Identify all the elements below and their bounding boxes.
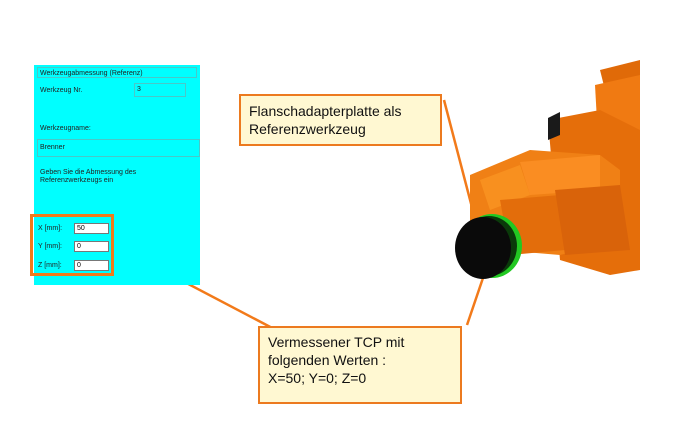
callout-tcp-line2: folgenden Werten : [268,352,387,368]
tool-number-label: Werkzeug Nr. [40,87,83,94]
x-label: X [mm]: [38,225,63,232]
panel-title: Werkzeugabmessung (Referenz) [37,67,197,78]
instruction-text: Geben Sie die Abmessung des Referenzwerk… [40,169,137,184]
connector-line-tcp [465,274,486,326]
tool-number-field[interactable]: 3 [134,83,186,97]
callout-tcp-line3: X=50; Y=0; Z=0 [268,370,367,386]
z-label: Z [mm]: [38,262,62,269]
callout-flange: Flanschadapterplatte als Referenzwerkzeu… [239,94,442,146]
y-label: Y [mm]: [38,243,62,250]
tool-measurement-panel: Werkzeugabmessung (Referenz) Werkzeug Nr… [34,65,200,285]
connector-line-flange [442,99,476,216]
tool-name-field[interactable]: Brenner [37,139,200,157]
z-input[interactable] [74,260,109,271]
callout-tcp-line1: Vermessener TCP mit [268,334,405,350]
robot-body [470,60,640,275]
y-input[interactable] [74,241,109,252]
flange-adapter-plate [455,217,511,279]
fields-highlight-box [30,214,114,276]
tool-name-label: Werkzeugname: [40,125,91,132]
x-input[interactable] [74,223,109,234]
callout-tcp: Vermessener TCP mit folgenden Werten : X… [258,326,462,404]
callout-flange-text: Flanschadapterplatte als Referenzwerkzeu… [249,103,402,137]
